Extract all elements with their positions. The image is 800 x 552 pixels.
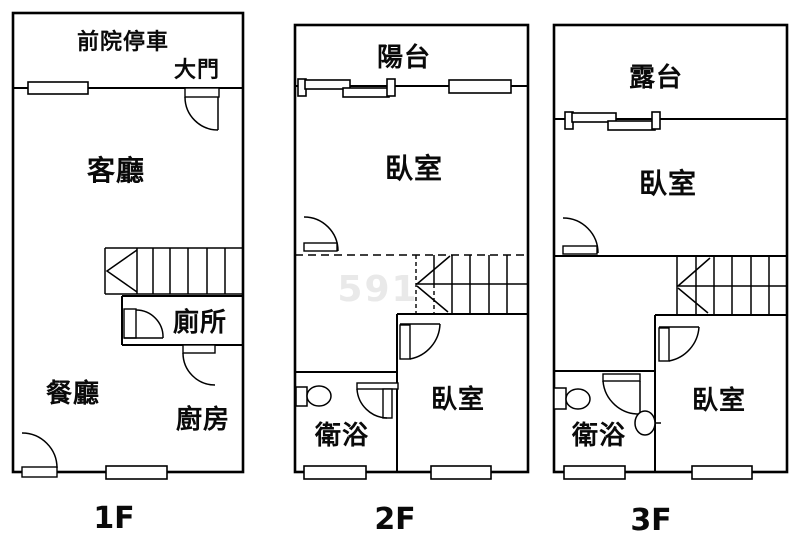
room-label-2f-bedroom-lower: 臥室 — [430, 385, 486, 415]
room-label-dining-room: 餐廳 — [45, 379, 101, 409]
window-icon-3f-rear-left — [563, 465, 626, 480]
outer-wall-2f — [293, 23, 530, 474]
window-icon-3f-rear-right — [691, 465, 753, 480]
window-icon-2f-balcony — [448, 79, 512, 94]
door-arc-icon-3f-bedroom-lower — [658, 326, 700, 362]
room-label-terrace: 露台 — [628, 63, 684, 93]
floor-label-2f: 2F — [374, 502, 416, 537]
room-label-2f-bathroom: 衛浴 — [314, 421, 370, 451]
room-label-main-door: 大門 — [173, 58, 221, 83]
door-arc-icon-2f-bedroom-lower — [399, 323, 441, 360]
toilet-icon-3f — [553, 387, 591, 410]
window-icon-1f-front — [27, 81, 89, 95]
toilet-icon-2f — [295, 385, 332, 407]
room-label-2f-bedroom-upper: 臥室 — [384, 152, 444, 185]
window-icon-2f-rear-left — [303, 465, 367, 480]
room-label-living-room: 客廳 — [86, 154, 146, 187]
room-label-3f-bathroom: 衛浴 — [571, 421, 627, 451]
room-label-kitchen: 廚房 — [175, 405, 231, 435]
floor-3f-plan — [552, 23, 789, 480]
window-icon-1f-rear — [105, 465, 168, 480]
door-arc-icon-dining — [21, 432, 58, 478]
stairs-icon-2f — [415, 255, 528, 313]
bedroom-walls-2f — [396, 313, 528, 472]
room-label-balcony: 陽台 — [376, 43, 432, 73]
floor-2f-plan — [293, 23, 530, 480]
floor-label-3f: 3F — [630, 503, 672, 538]
floor-1f-plan — [11, 11, 245, 480]
door-arc-icon-3f-bathroom — [602, 373, 641, 415]
window-icon-2f-rear-right — [430, 465, 492, 480]
door-arc-icon-2f-bathroom — [356, 382, 399, 419]
outer-wall-3f — [552, 23, 789, 474]
watermark: 591 — [337, 269, 419, 310]
floor-label-1f: 1F — [93, 501, 135, 536]
door-arc-icon-main-entrance — [184, 87, 220, 131]
door-arc-icon-toilet — [123, 308, 164, 339]
stairs-icon-1f — [104, 247, 243, 295]
door-arc-icon-3f-bedroom-upper — [562, 217, 599, 255]
door-arc-icon-2f-bedroom-upper — [303, 216, 339, 252]
room-label-3f-bedroom-lower: 臥室 — [691, 386, 747, 416]
stairs-icon-3f — [676, 256, 787, 315]
room-label-3f-bedroom-upper: 臥室 — [638, 167, 698, 200]
sliding-door-icon-2f — [297, 78, 396, 98]
room-label-toilet: 廁所 — [172, 308, 228, 338]
room-label-front-yard: 前院停車 — [76, 30, 170, 55]
door-arc-icon-kitchen — [182, 344, 216, 386]
washbasin-icon-3f — [634, 410, 661, 436]
sliding-door-icon-3f — [564, 111, 661, 131]
